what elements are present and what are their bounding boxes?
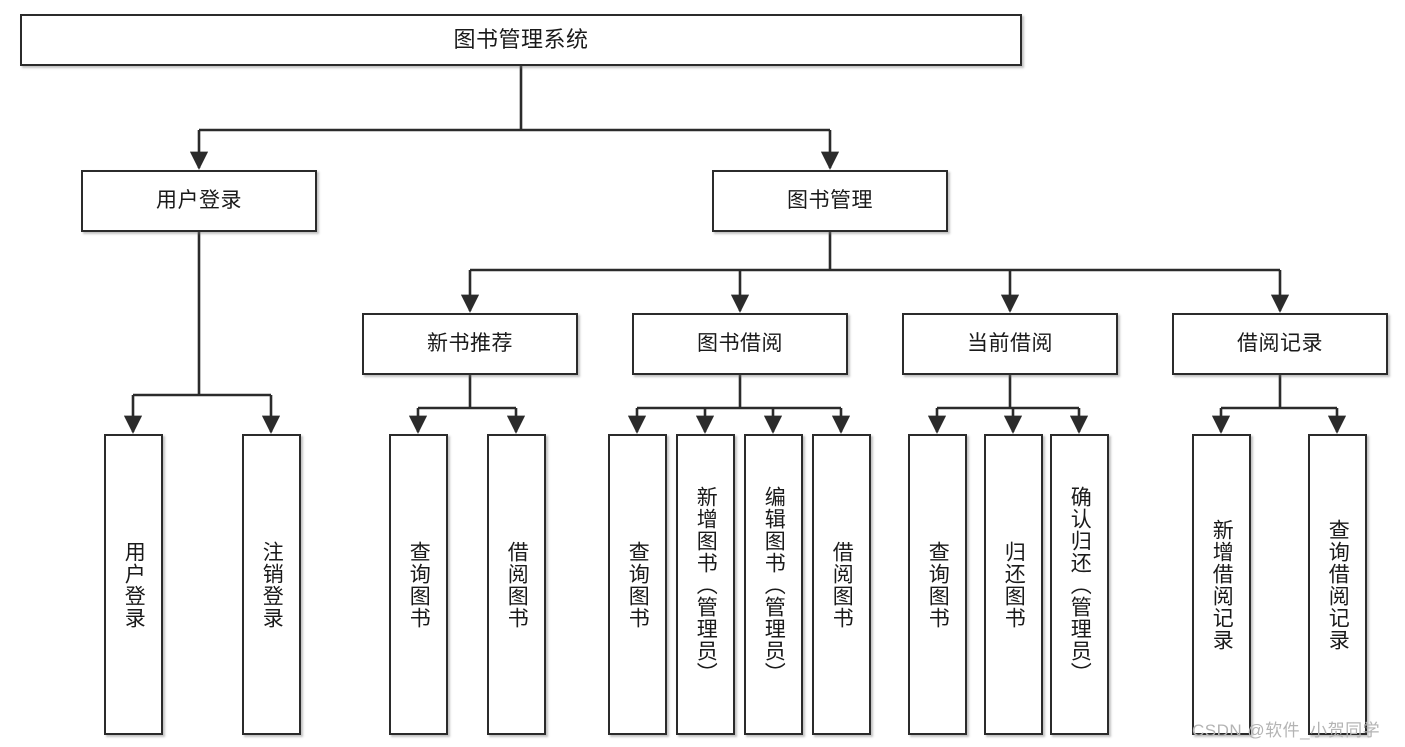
node-leaf-edit-book-admin[interactable]: 编辑图书（管理员） [744,434,803,735]
node-leaf-add-borrow-record[interactable]: 新增借阅记录 [1192,434,1251,735]
node-leaf-user-login[interactable]: 用户登录 [104,434,163,735]
node-leaf-query-book-borrow[interactable]: 查询图书 [608,434,667,735]
node-leaf-edit-book-admin-label: 编辑图书（管理员） [762,485,786,684]
node-leaf-confirm-return-admin[interactable]: 确认归还（管理员） [1050,434,1109,735]
node-leaf-query-book-current[interactable]: 查询图书 [908,434,967,735]
node-book-manage-label: 图书管理 [787,189,873,213]
node-leaf-query-book-current-label: 查询图书 [926,540,950,629]
node-leaf-return-book-label: 归还图书 [1002,540,1026,629]
node-borrow-record-label: 借阅记录 [1237,332,1323,356]
node-leaf-user-login-label: 用户登录 [122,540,146,629]
node-leaf-query-borrow-record[interactable]: 查询借阅记录 [1308,434,1367,735]
node-new-book-recommend[interactable]: 新书推荐 [362,313,578,375]
node-leaf-query-book-borrow-label: 查询图书 [626,540,650,629]
node-leaf-query-book-rec[interactable]: 查询图书 [389,434,448,735]
node-leaf-confirm-return-admin-label: 确认归还（管理员） [1068,485,1092,684]
node-book-manage[interactable]: 图书管理 [712,170,948,232]
node-leaf-return-book[interactable]: 归还图书 [984,434,1043,735]
node-leaf-borrow-book-label: 借阅图书 [830,540,854,629]
node-leaf-query-borrow-record-label: 查询借阅记录 [1326,518,1350,651]
node-leaf-add-book-admin[interactable]: 新增图书（管理员） [676,434,735,735]
node-borrow-record[interactable]: 借阅记录 [1172,313,1388,375]
node-book-borrow-label: 图书借阅 [697,332,783,356]
node-new-book-recommend-label: 新书推荐 [427,332,513,356]
node-current-borrow[interactable]: 当前借阅 [902,313,1118,375]
node-leaf-query-book-rec-label: 查询图书 [407,540,431,629]
node-current-borrow-label: 当前借阅 [967,332,1053,356]
node-book-borrow[interactable]: 图书借阅 [632,313,848,375]
connector-lines [123,66,1347,434]
node-leaf-borrow-book[interactable]: 借阅图书 [812,434,871,735]
node-user-login-label: 用户登录 [156,189,242,213]
node-leaf-user-logout-label: 注销登录 [260,540,284,629]
node-leaf-borrow-book-rec[interactable]: 借阅图书 [487,434,546,735]
node-leaf-borrow-book-rec-label: 借阅图书 [505,540,529,629]
node-root-system[interactable]: 图书管理系统 [20,14,1022,66]
node-root-system-label: 图书管理系统 [453,26,589,52]
node-leaf-add-book-admin-label: 新增图书（管理员） [694,485,718,684]
node-leaf-user-logout[interactable]: 注销登录 [242,434,301,735]
node-leaf-add-borrow-record-label: 新增借阅记录 [1210,518,1234,651]
node-user-login[interactable]: 用户登录 [81,170,317,232]
